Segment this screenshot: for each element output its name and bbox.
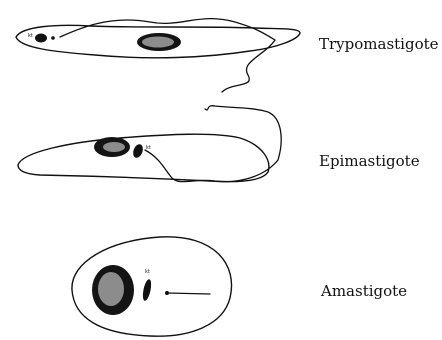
amastigote-figure: kt Amastigote bbox=[72, 237, 407, 336]
epimastigote-flagellum-free bbox=[205, 106, 281, 160]
amastigote-kinetoplast bbox=[141, 279, 152, 302]
trypomastigote-flagellum-free bbox=[222, 40, 275, 92]
epimastigote-kinetoplast bbox=[131, 143, 144, 159]
epimastigote-nucleolus bbox=[103, 142, 125, 152]
epimastigote-label: Epimastigote bbox=[319, 152, 420, 170]
trypomastigote-basal-body bbox=[51, 36, 55, 40]
amastigote-kt-label: kt bbox=[145, 269, 150, 275]
trypomastigote-nucleolus bbox=[142, 37, 174, 48]
epimastigote-kt-label: kt bbox=[146, 145, 151, 151]
trypomastigote-label: Trypomastigote bbox=[319, 35, 439, 53]
trypomastigote-figure: kt Trypomastigote bbox=[16, 19, 439, 92]
epimastigote-undulating-membrane bbox=[145, 150, 278, 182]
epimastigote-body bbox=[18, 134, 269, 181]
trypomastigote-kt-label: kt bbox=[28, 33, 33, 39]
amastigote-nucleolus bbox=[98, 272, 124, 306]
epimastigote-figure: kt Epimastigote bbox=[18, 106, 420, 182]
amastigote-label: Amastigote bbox=[320, 282, 407, 300]
amastigote-flagellum bbox=[167, 293, 210, 294]
trypomastigote-kinetoplast bbox=[35, 34, 47, 43]
